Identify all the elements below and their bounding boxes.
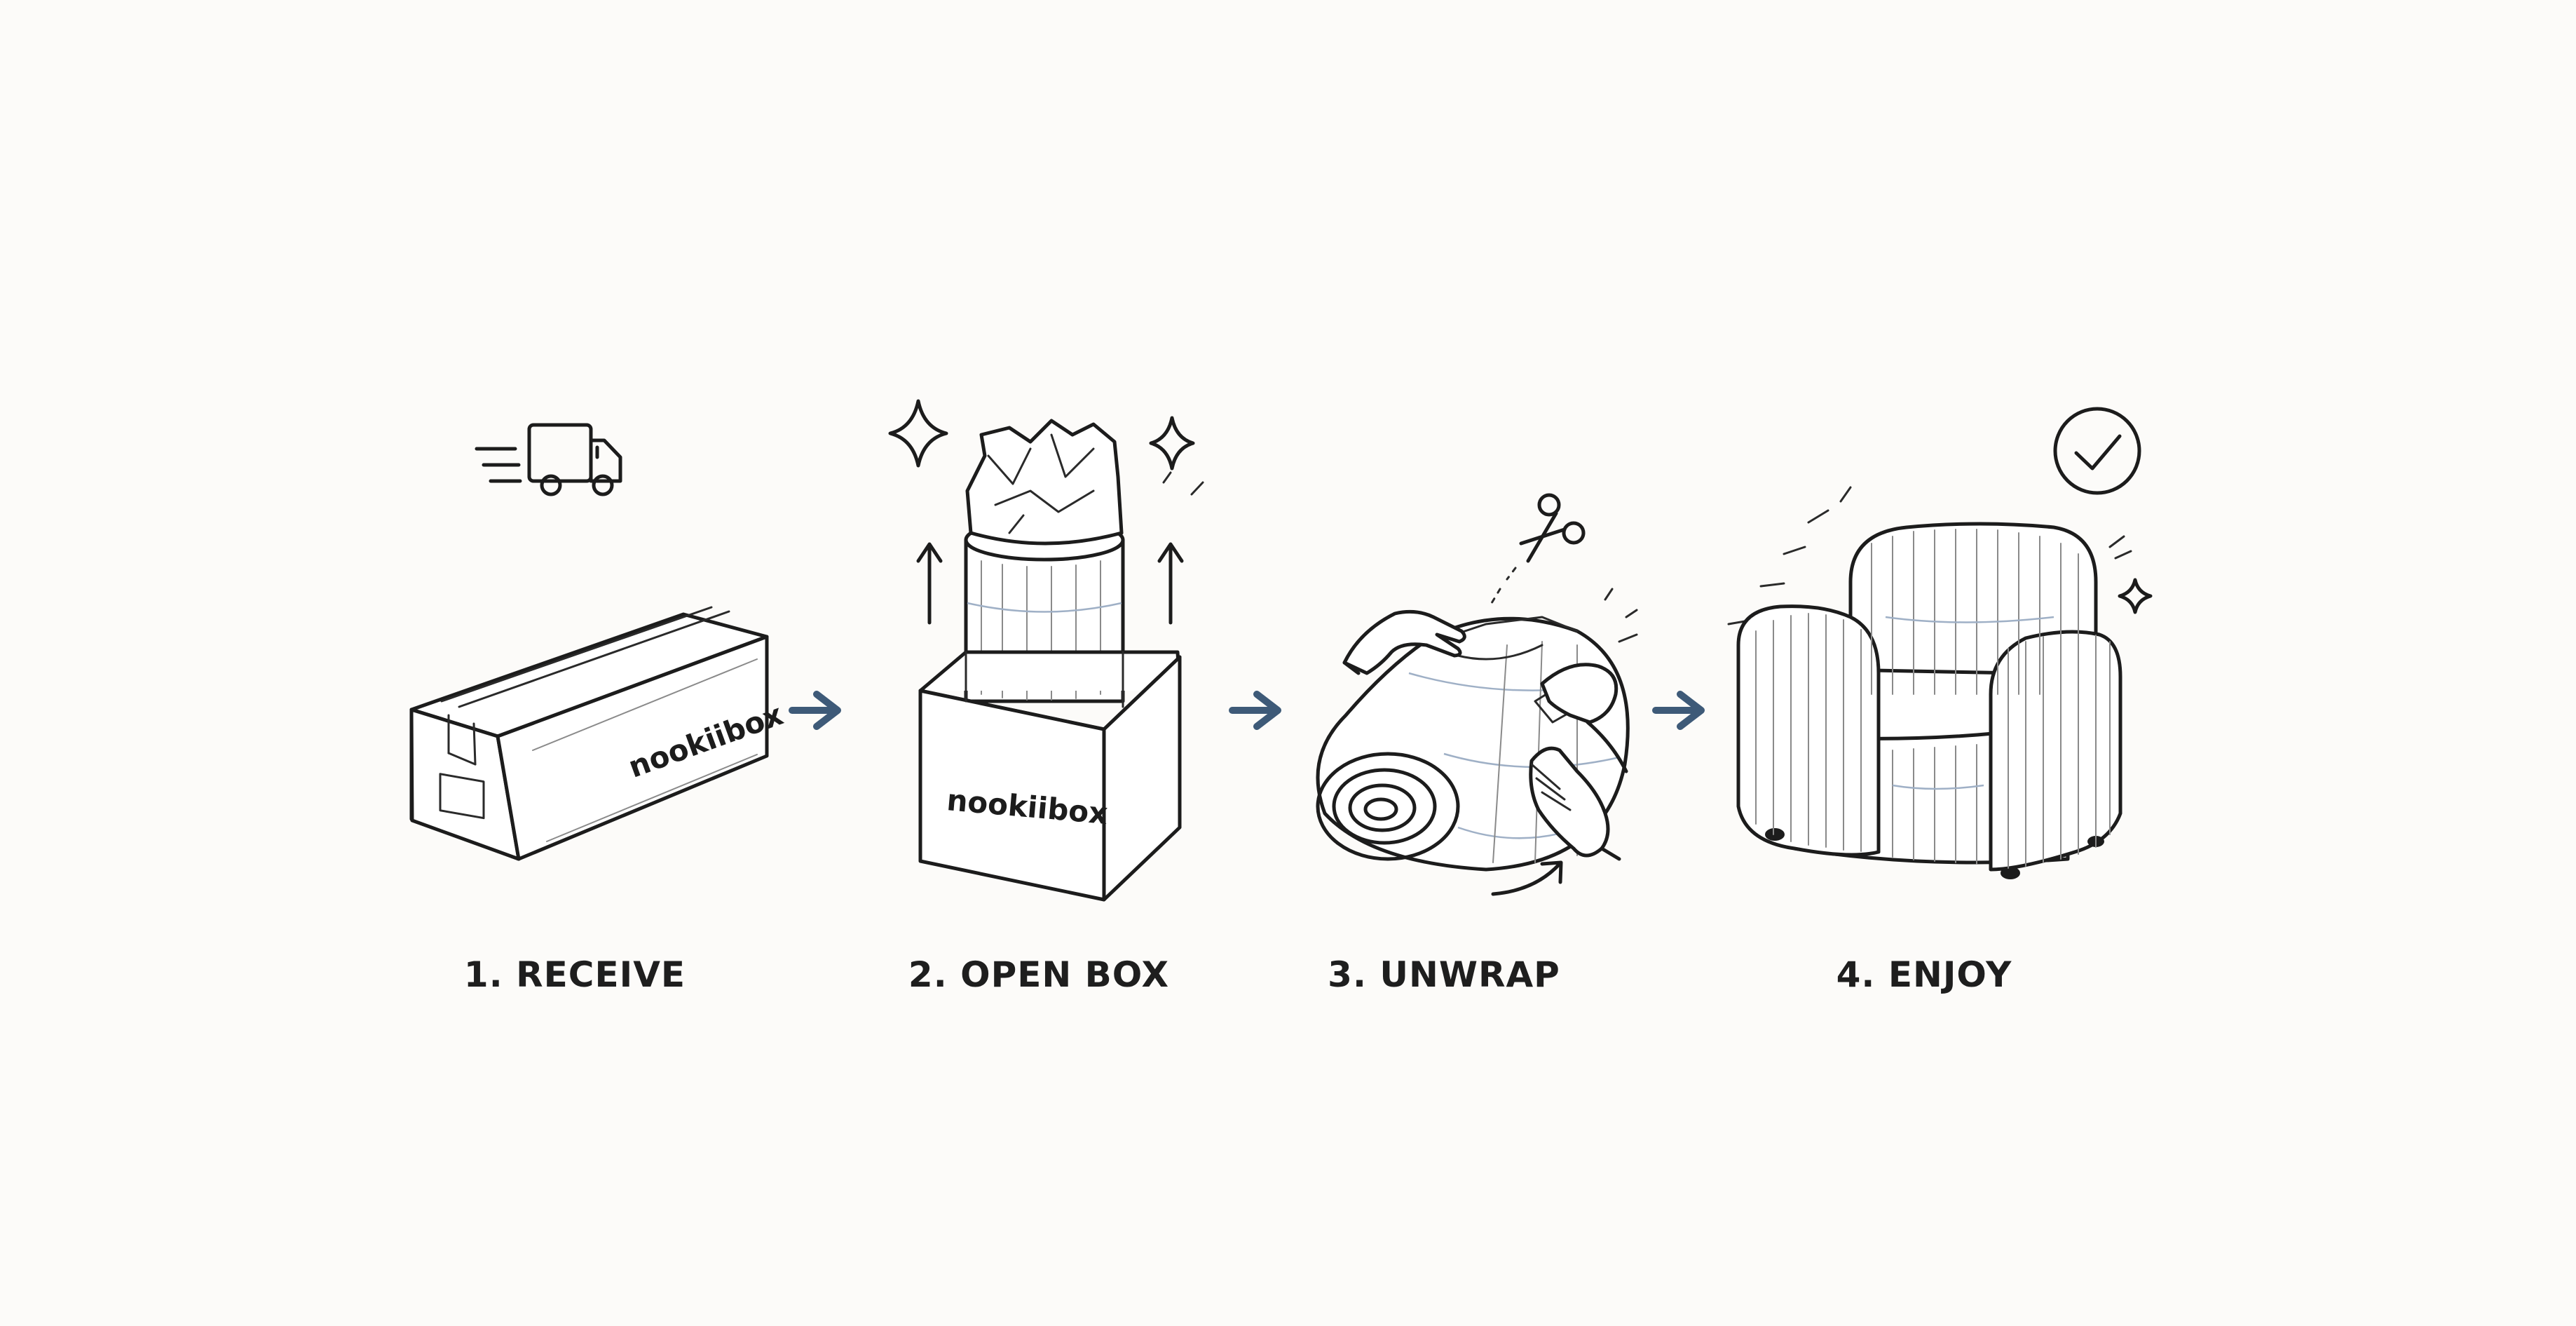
step-2-illustration: nookiibox <box>888 399 1204 902</box>
armchair <box>1736 522 2122 879</box>
up-arrow-icon <box>1157 542 1184 625</box>
delivery-truck-icon <box>475 423 622 496</box>
step-3-illustration <box>1316 493 1638 896</box>
up-arrow-icon <box>916 542 943 625</box>
sparkle-icon <box>2118 578 2153 614</box>
step-4-illustration <box>1727 407 2153 879</box>
sparkle-icon <box>1149 416 1195 471</box>
armchair-ribbing <box>1755 529 2111 869</box>
scissors-icon <box>1490 493 1586 604</box>
step-label-open-box: 2. OPEN BOX <box>908 954 1170 995</box>
step-1-illustration: nookiibox <box>409 423 787 861</box>
long-box: nookiibox <box>409 606 787 861</box>
hands <box>1342 609 1628 861</box>
checkmark-circle-icon <box>2053 407 2141 495</box>
step-label-unwrap: 3. UNWRAP <box>1328 954 1560 995</box>
open-box: nookiibox <box>918 650 1182 902</box>
arrow-right-icon <box>1229 691 1281 730</box>
arrow-right-icon <box>789 691 841 730</box>
arrow-right-icon <box>1652 691 1705 730</box>
step-label-enjoy: 4. ENJOY <box>1836 954 2012 995</box>
sparkle-icon <box>888 399 948 468</box>
step-label-receive: 1. RECEIVE <box>463 954 686 995</box>
